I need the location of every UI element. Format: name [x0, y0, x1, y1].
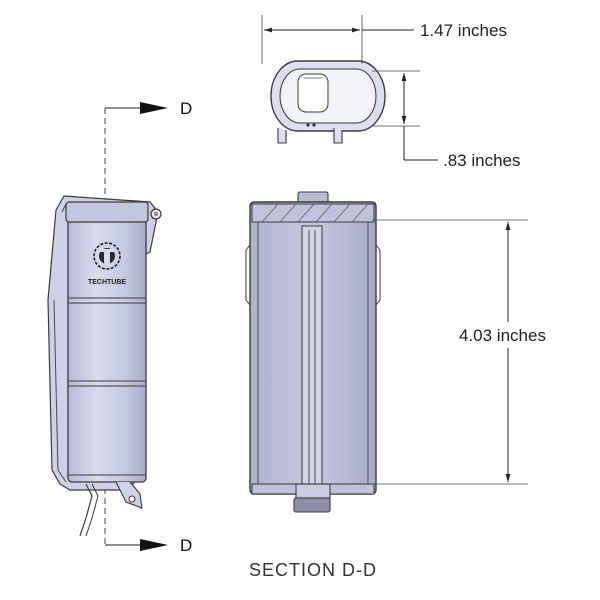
section-arrow-top	[140, 102, 168, 114]
height-dimension-label: 4.03 inches	[459, 326, 546, 345]
top-view-hinge-slot	[297, 73, 329, 113]
depth-dimension: .83 inches	[372, 70, 521, 170]
section-label-bottom: D	[180, 536, 192, 555]
width-dimension: 1.47 inches	[261, 15, 507, 64]
side-view: D D TECHTUBE	[47, 99, 192, 555]
width-dimension-label: 1.47 inches	[420, 21, 507, 40]
side-view-cap	[65, 201, 149, 223]
depth-dimension-label: .83 inches	[443, 151, 521, 170]
section-label-top: D	[180, 99, 192, 118]
section-caption: SECTION D-D	[249, 560, 377, 580]
logo-mark-icon	[93, 242, 121, 270]
side-view-bottom-tab	[115, 481, 143, 509]
logo: TECHTUBE	[88, 242, 126, 286]
section-view-hatching	[261, 203, 369, 223]
section-view-bottom-plug	[295, 483, 331, 499]
section-view	[245, 191, 381, 513]
logo-text: TECHTUBE	[88, 279, 126, 286]
height-dimension: 4.03 inches	[372, 219, 563, 485]
section-view-cap	[251, 203, 375, 223]
side-view-tube	[67, 203, 147, 483]
section-view-bottom-nub	[293, 497, 331, 513]
side-view-tether	[79, 483, 93, 537]
top-view-tab-right	[333, 128, 343, 144]
top-view-tab-left	[277, 128, 287, 144]
section-arrow-bottom	[140, 539, 168, 551]
top-view	[270, 60, 386, 144]
section-view-center-rail	[301, 225, 323, 489]
